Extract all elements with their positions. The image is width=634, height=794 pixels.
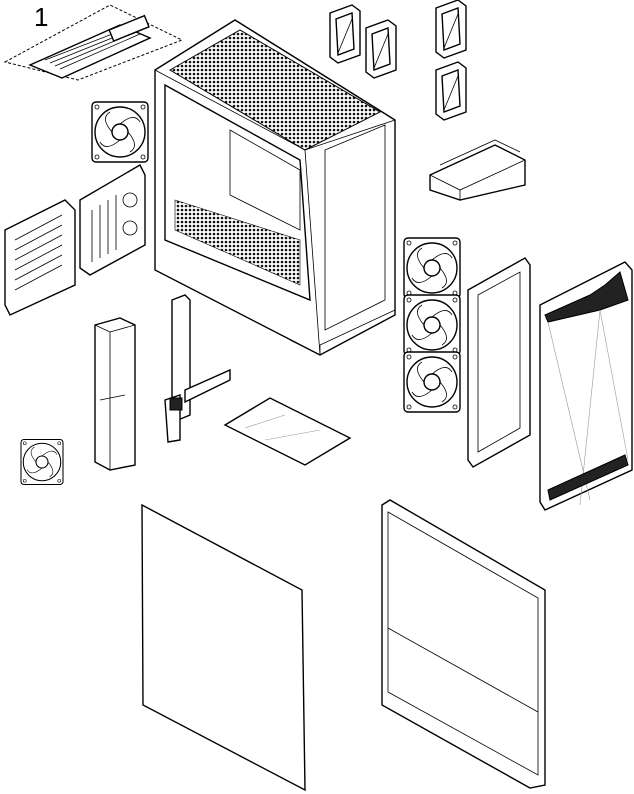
front-panel-frame — [467, 257, 531, 468]
steel-side-panel — [381, 499, 546, 789]
riser-cable-part — [3, 4, 184, 81]
bottom-dust-filter — [223, 397, 352, 466]
rear-fan — [91, 101, 149, 163]
gpu-support-bracket — [94, 317, 136, 471]
callout-number: 1 — [34, 2, 49, 32]
front-fan-bottom — [403, 351, 461, 413]
tempered-glass-side-panel — [141, 503, 306, 792]
small-fan — [20, 438, 64, 486]
pc-case-chassis — [154, 19, 396, 356]
hdd-cage — [429, 139, 526, 201]
vertical-gpu-mount — [164, 294, 231, 443]
front-panel-cover — [539, 261, 633, 511]
front-fan-top — [403, 237, 461, 299]
pcie-slot-bracket-horizontal — [4, 199, 76, 316]
front-fan-middle — [403, 294, 461, 356]
pcie-slot-bracket-vertical — [79, 164, 146, 276]
